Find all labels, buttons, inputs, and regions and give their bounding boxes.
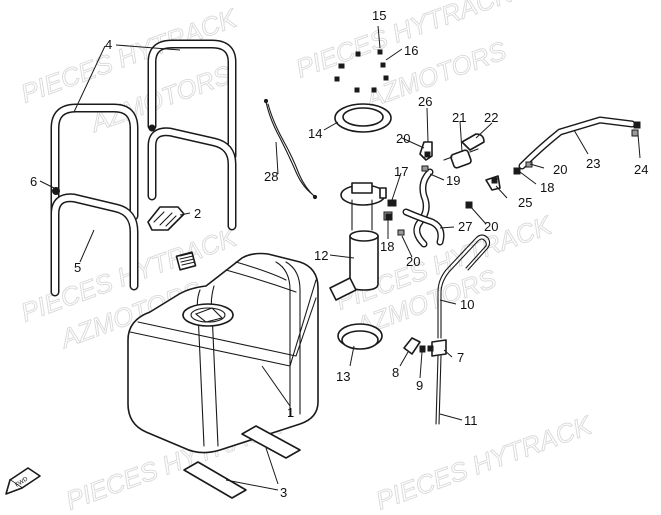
- fuel-filter: [443, 148, 479, 169]
- callout-8: 8: [392, 365, 399, 380]
- leader-lines: [39, 25, 641, 491]
- breather-pipe: [437, 234, 491, 339]
- watermark-hytrack: PIECES HYTRACK: [372, 409, 597, 515]
- callout-11: 11: [464, 413, 478, 428]
- callout-7: 7: [457, 350, 464, 365]
- hose-clip: [465, 201, 473, 209]
- callout-5: 5: [74, 260, 81, 275]
- hose-clamp: [513, 167, 521, 175]
- vent-hose: [402, 208, 445, 246]
- callout-12: 12: [314, 248, 328, 263]
- hose-clip: [421, 165, 429, 172]
- callout-21: 21: [452, 110, 466, 125]
- strap-rubber-pad: [148, 124, 156, 132]
- callout-28: 28: [264, 169, 278, 184]
- pump-mounting-bolts: [334, 49, 389, 93]
- callout-9: 9: [416, 378, 423, 393]
- callout-13: 13: [336, 369, 350, 384]
- hose-elbow-fitting: [419, 141, 433, 161]
- strap-rubber-pad: [52, 187, 60, 195]
- breather-clip: [419, 345, 426, 353]
- callout-18-left: 18: [380, 239, 394, 254]
- callout-17: 17: [394, 164, 408, 179]
- callout-22: 22: [484, 110, 498, 125]
- callout-24: 24: [634, 162, 648, 177]
- pump-seal-gasket: [337, 323, 383, 350]
- forward-arrow-icon: FWD: [5, 467, 41, 495]
- callout-15: 15: [372, 8, 386, 23]
- callout-19: 19: [446, 173, 460, 188]
- callout-27: 27: [458, 219, 472, 234]
- callout-23: 23: [586, 156, 600, 171]
- callout-3: 3: [280, 485, 287, 500]
- callout-6: 6: [30, 174, 37, 189]
- fuel-pump-assembly: [329, 182, 387, 301]
- hose-end-cap: [631, 121, 641, 137]
- tank-bracket: [147, 206, 185, 231]
- breather-elbow: [403, 337, 421, 355]
- fuel-tank: [127, 251, 319, 454]
- tank-vent-nipple: [175, 251, 197, 271]
- callout-25: 25: [518, 195, 532, 210]
- callout-20-d: 20: [553, 162, 567, 177]
- callout-18-right: 18: [540, 180, 554, 195]
- callout-20-b: 20: [406, 254, 420, 269]
- callout-labels: 1 2 3 4 5 6 7 8 9 10 11 12 13 14 15 16 1…: [30, 8, 648, 500]
- tank-strap-lower: [50, 127, 237, 297]
- callout-26: 26: [418, 94, 432, 109]
- tank-strap-pad: [183, 425, 301, 499]
- filter-clamp: [461, 133, 485, 151]
- sender-wire-harness: [263, 98, 318, 200]
- callout-20-a: 20: [396, 131, 410, 146]
- fuel-hose: [413, 168, 434, 248]
- callout-16: 16: [404, 43, 418, 58]
- hose-clip: [397, 229, 405, 236]
- callout-10: 10: [460, 297, 474, 312]
- drain-pipe: [435, 355, 442, 425]
- tank-filler-opening: [182, 303, 234, 327]
- tank-strap-upper: [50, 39, 237, 221]
- pump-lock-ring: [334, 103, 392, 133]
- hose-clamp: [385, 213, 393, 221]
- callout-14: 14: [308, 126, 322, 141]
- check-valve: [427, 339, 447, 357]
- watermark-layer: PIECES HYTRACK AZMOTORS PIECES HYTRACK A…: [16, 0, 597, 515]
- callout-4: 4: [105, 37, 112, 52]
- callout-1: 1: [287, 405, 294, 420]
- fuel-return-hose: [518, 116, 636, 170]
- callout-20-c: 20: [484, 219, 498, 234]
- callout-2: 2: [194, 206, 201, 221]
